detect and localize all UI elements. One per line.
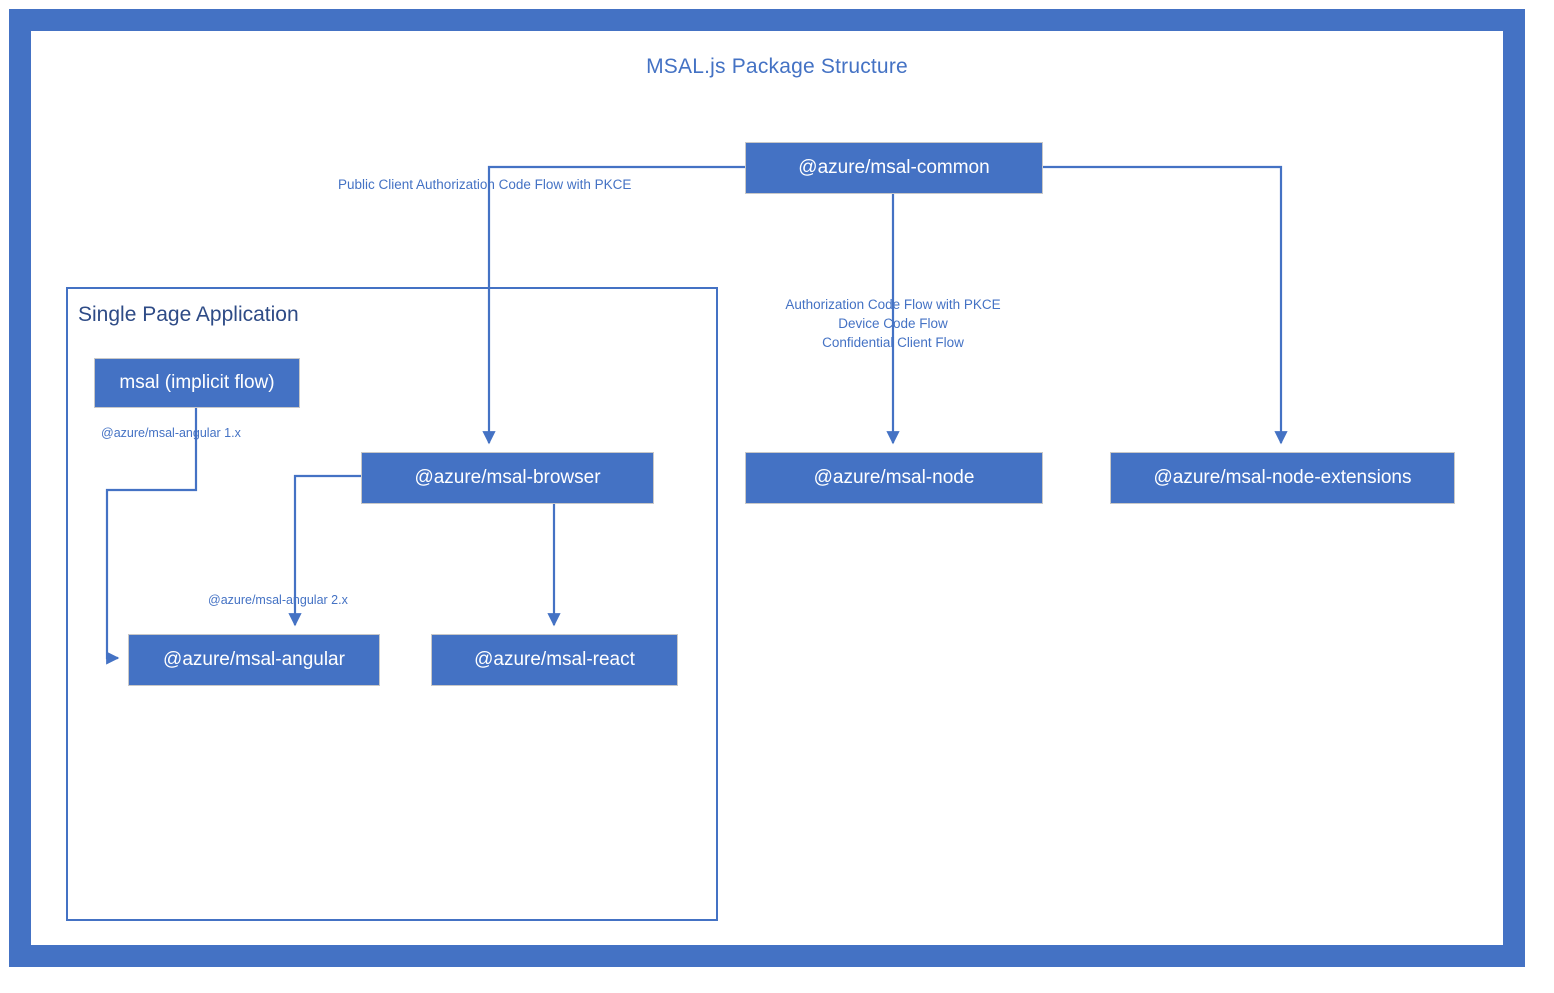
edge-label-common-to-node-line-3: Confidential Client Flow bbox=[822, 335, 964, 351]
node-msal-implicit-flow[interactable]: msal (implicit flow) bbox=[94, 358, 300, 408]
edge-label-implicit-to-angular: @azure/msal-angular 1.x bbox=[101, 426, 241, 440]
node-msal-react[interactable]: @azure/msal-react bbox=[431, 634, 678, 686]
node-msal-common[interactable]: @azure/msal-common bbox=[745, 142, 1043, 194]
node-msal-angular[interactable]: @azure/msal-angular bbox=[128, 634, 380, 686]
group-title-single-page-application: Single Page Application bbox=[78, 303, 299, 326]
edge-label-common-to-browser: Public Client Authorization Code Flow wi… bbox=[338, 177, 632, 192]
edge-label-common-to-node-line-1: Authorization Code Flow with PKCE bbox=[785, 297, 1001, 312]
edge-label-browser-to-angular: @azure/msal-angular 2.x bbox=[208, 593, 348, 607]
edge-label-common-to-node-line-2: Device Code Flow bbox=[838, 316, 948, 332]
page-title: MSAL.js Package Structure bbox=[646, 55, 908, 78]
group-single-page-application bbox=[66, 287, 718, 921]
node-msal-node[interactable]: @azure/msal-node bbox=[745, 452, 1043, 504]
edge-label-common-to-node: Authorization Code Flow with PKCE Device… bbox=[743, 295, 1043, 352]
node-msal-browser[interactable]: @azure/msal-browser bbox=[361, 452, 654, 504]
node-msal-node-extensions[interactable]: @azure/msal-node-extensions bbox=[1110, 452, 1455, 504]
